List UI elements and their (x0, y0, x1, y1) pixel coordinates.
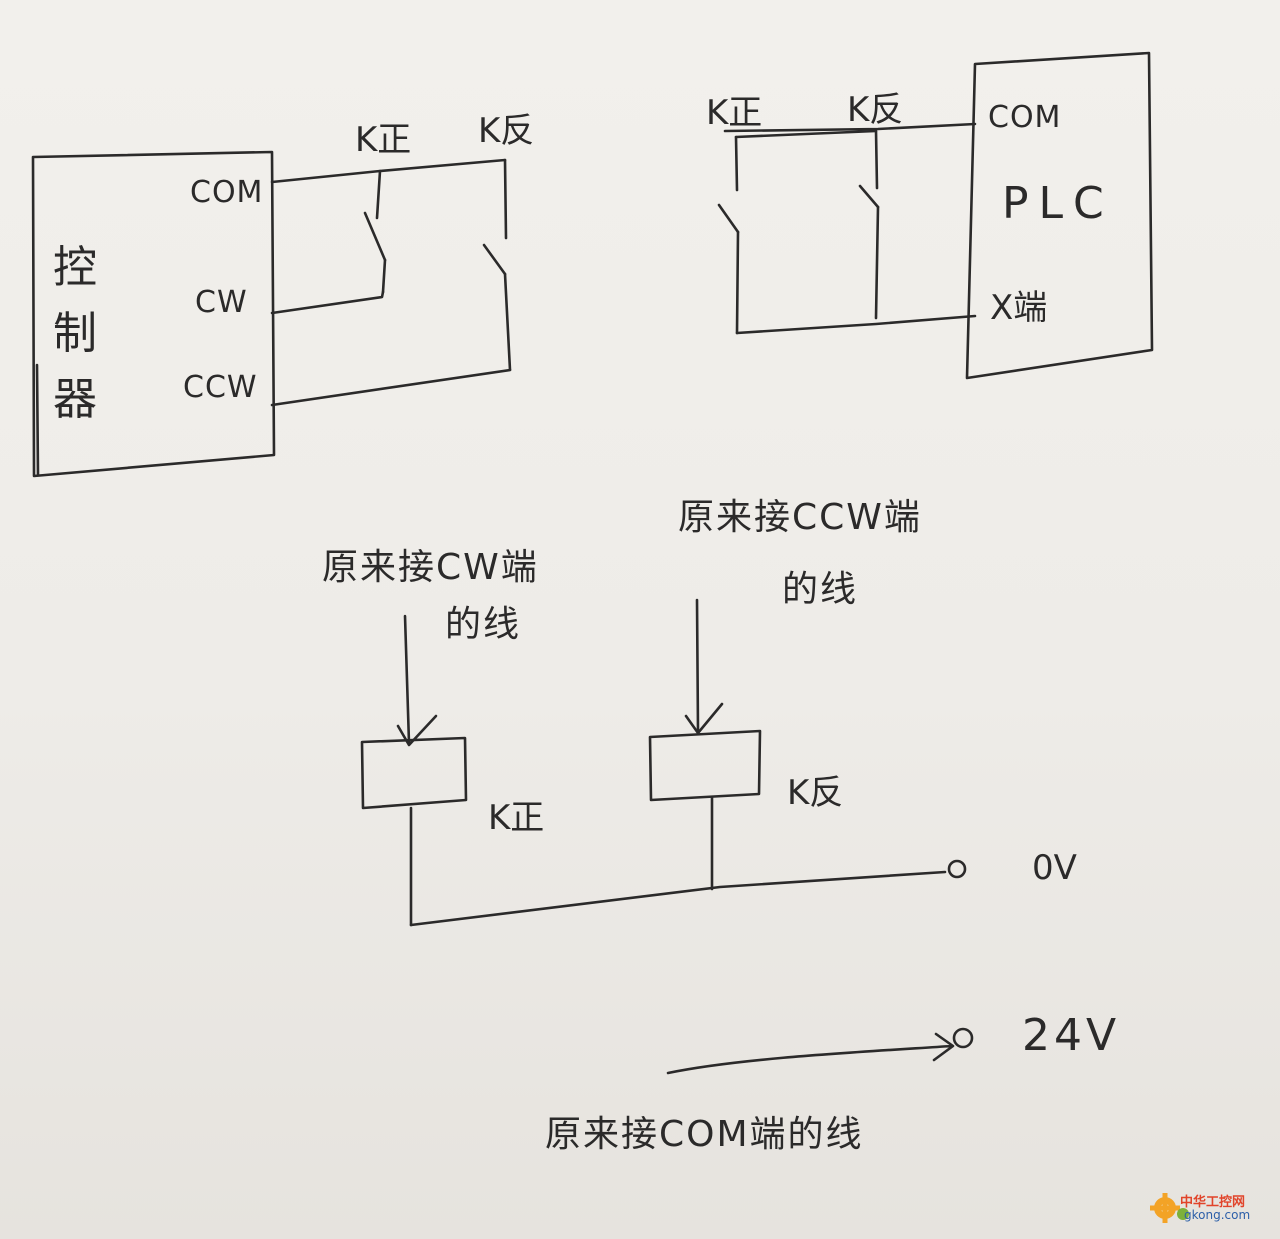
label-24v: 24V (1022, 1010, 1121, 1061)
terminal-0v (947, 859, 967, 879)
plc-title: PLC (1002, 178, 1114, 229)
wire-plc-x-bottom (735, 314, 977, 335)
watermark-gear-icon (1150, 1193, 1189, 1223)
arrow-line-cw (403, 614, 411, 745)
arrow-head-24v (932, 1032, 955, 1062)
k-forward-contact-blade (363, 211, 387, 262)
plc-port-x: X端 (990, 288, 1048, 328)
controller-box (31, 150, 276, 478)
label-k-forward-coil: K正 (488, 798, 545, 838)
wire-com-to-24v (666, 1044, 954, 1075)
k-reverse-contact-lower (503, 272, 512, 372)
plc-k-forward-upper (734, 135, 739, 192)
k-forward-contact-lower (381, 258, 387, 294)
label-0v: 0V (1032, 848, 1077, 888)
arrow-line-ccw (695, 598, 700, 733)
wire-plc-com-drop (734, 129, 878, 139)
label-k-forward-controller: K正 (355, 120, 412, 160)
wire-com-top (270, 158, 507, 184)
wire-ccw (270, 368, 512, 407)
coil-k-reverse (648, 729, 762, 802)
coil-k-forward (360, 736, 468, 810)
plc-k-forward-lower (735, 230, 740, 335)
plc-box (965, 51, 1154, 380)
controller-port-ccw: CCW (183, 370, 258, 405)
arrow-head-cw (396, 714, 438, 747)
controller-box-left-tick (35, 363, 40, 477)
plc-k-reverse-blade (858, 184, 880, 209)
note-com-wire: 原来接COM端的线 (545, 1114, 864, 1155)
k-reverse-contact-blade (482, 243, 507, 276)
watermark-name: 中华工控网 (1180, 1195, 1246, 1210)
plc-k-reverse-upper (874, 129, 879, 190)
k-reverse-contact-upper (503, 158, 508, 240)
wire-plc-com-top (723, 122, 977, 133)
plc-port-com: COM (988, 100, 1062, 135)
wire-cw (270, 290, 385, 315)
terminal-24v (952, 1027, 974, 1049)
wire-0v-bus (409, 870, 947, 927)
label-k-reverse-plc: K反 (847, 90, 904, 130)
note-cw-wire-line1: 原来接CW端 (322, 547, 539, 588)
note-ccw-wire-line2: 的线 (782, 569, 859, 610)
watermark-site: gkong.com (1184, 1208, 1251, 1222)
label-k-reverse-coil: K反 (787, 773, 844, 813)
label-k-reverse-controller: K反 (478, 111, 535, 151)
plc-k-reverse-lower (874, 205, 880, 320)
controller-port-cw: CW (195, 285, 248, 320)
k-forward-contact-upper (375, 169, 382, 220)
watermark: 中华工控网 gkong.com (1140, 1191, 1270, 1225)
controller-port-com: COM (190, 175, 264, 210)
plc-k-forward-blade (717, 203, 740, 234)
note-ccw-wire-line1: 原来接CCW端 (678, 497, 922, 538)
label-k-forward-plc: K正 (706, 93, 763, 133)
arrow-head-ccw (684, 702, 724, 735)
note-cw-wire-line2: 的线 (445, 604, 522, 645)
controller-title: 控制器 (53, 242, 97, 425)
